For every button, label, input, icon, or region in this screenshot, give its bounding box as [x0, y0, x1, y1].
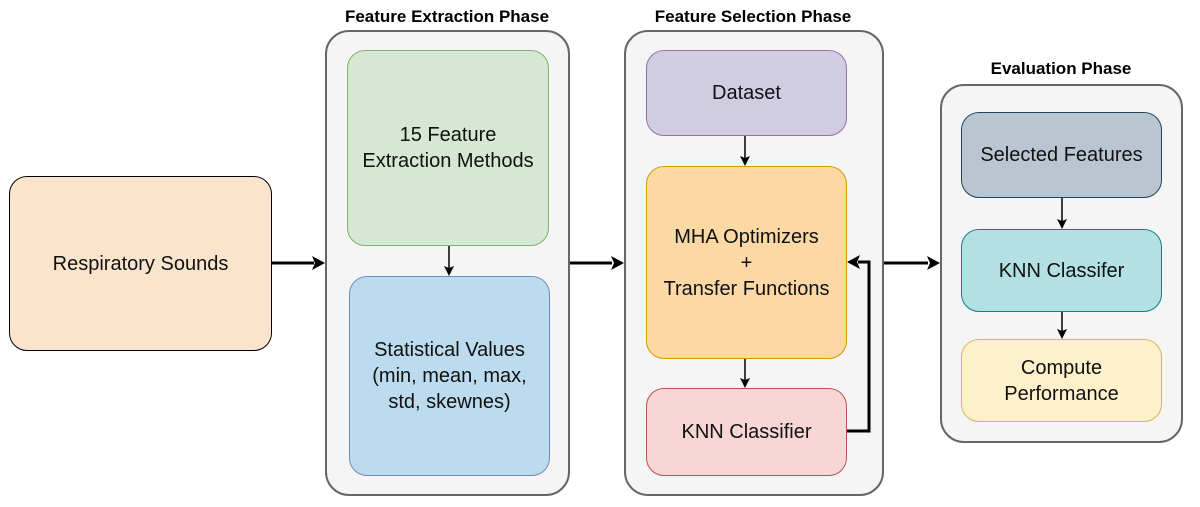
arrowhead-extraction: [611, 256, 624, 270]
knn-classifer-eval-node: KNN Classifer: [961, 229, 1162, 312]
mha-optimizers-node: MHA Optimizers + Transfer Functions: [646, 166, 847, 359]
feature-extraction-phase-title: Feature Extraction Phase: [344, 7, 550, 26]
compute-performance-node: Compute Performance: [961, 339, 1162, 422]
selected-features-node: Selected Features: [961, 112, 1162, 198]
statistical-values-node: Statistical Values (min, mean, max, std,…: [349, 276, 550, 476]
arrowhead-selection: [927, 256, 940, 270]
dataset-node: Dataset: [646, 50, 847, 136]
arrowhead-sounds: [312, 256, 325, 270]
knn-classifier-node: KNN Classifier: [646, 388, 847, 476]
feature-extraction-methods-node: 15 Feature Extraction Methods: [347, 50, 549, 246]
respiratory-sounds-node: Respiratory Sounds: [9, 176, 272, 351]
evaluation-phase-title: Evaluation Phase: [990, 59, 1132, 78]
feature-selection-phase-title: Feature Selection Phase: [654, 7, 852, 26]
